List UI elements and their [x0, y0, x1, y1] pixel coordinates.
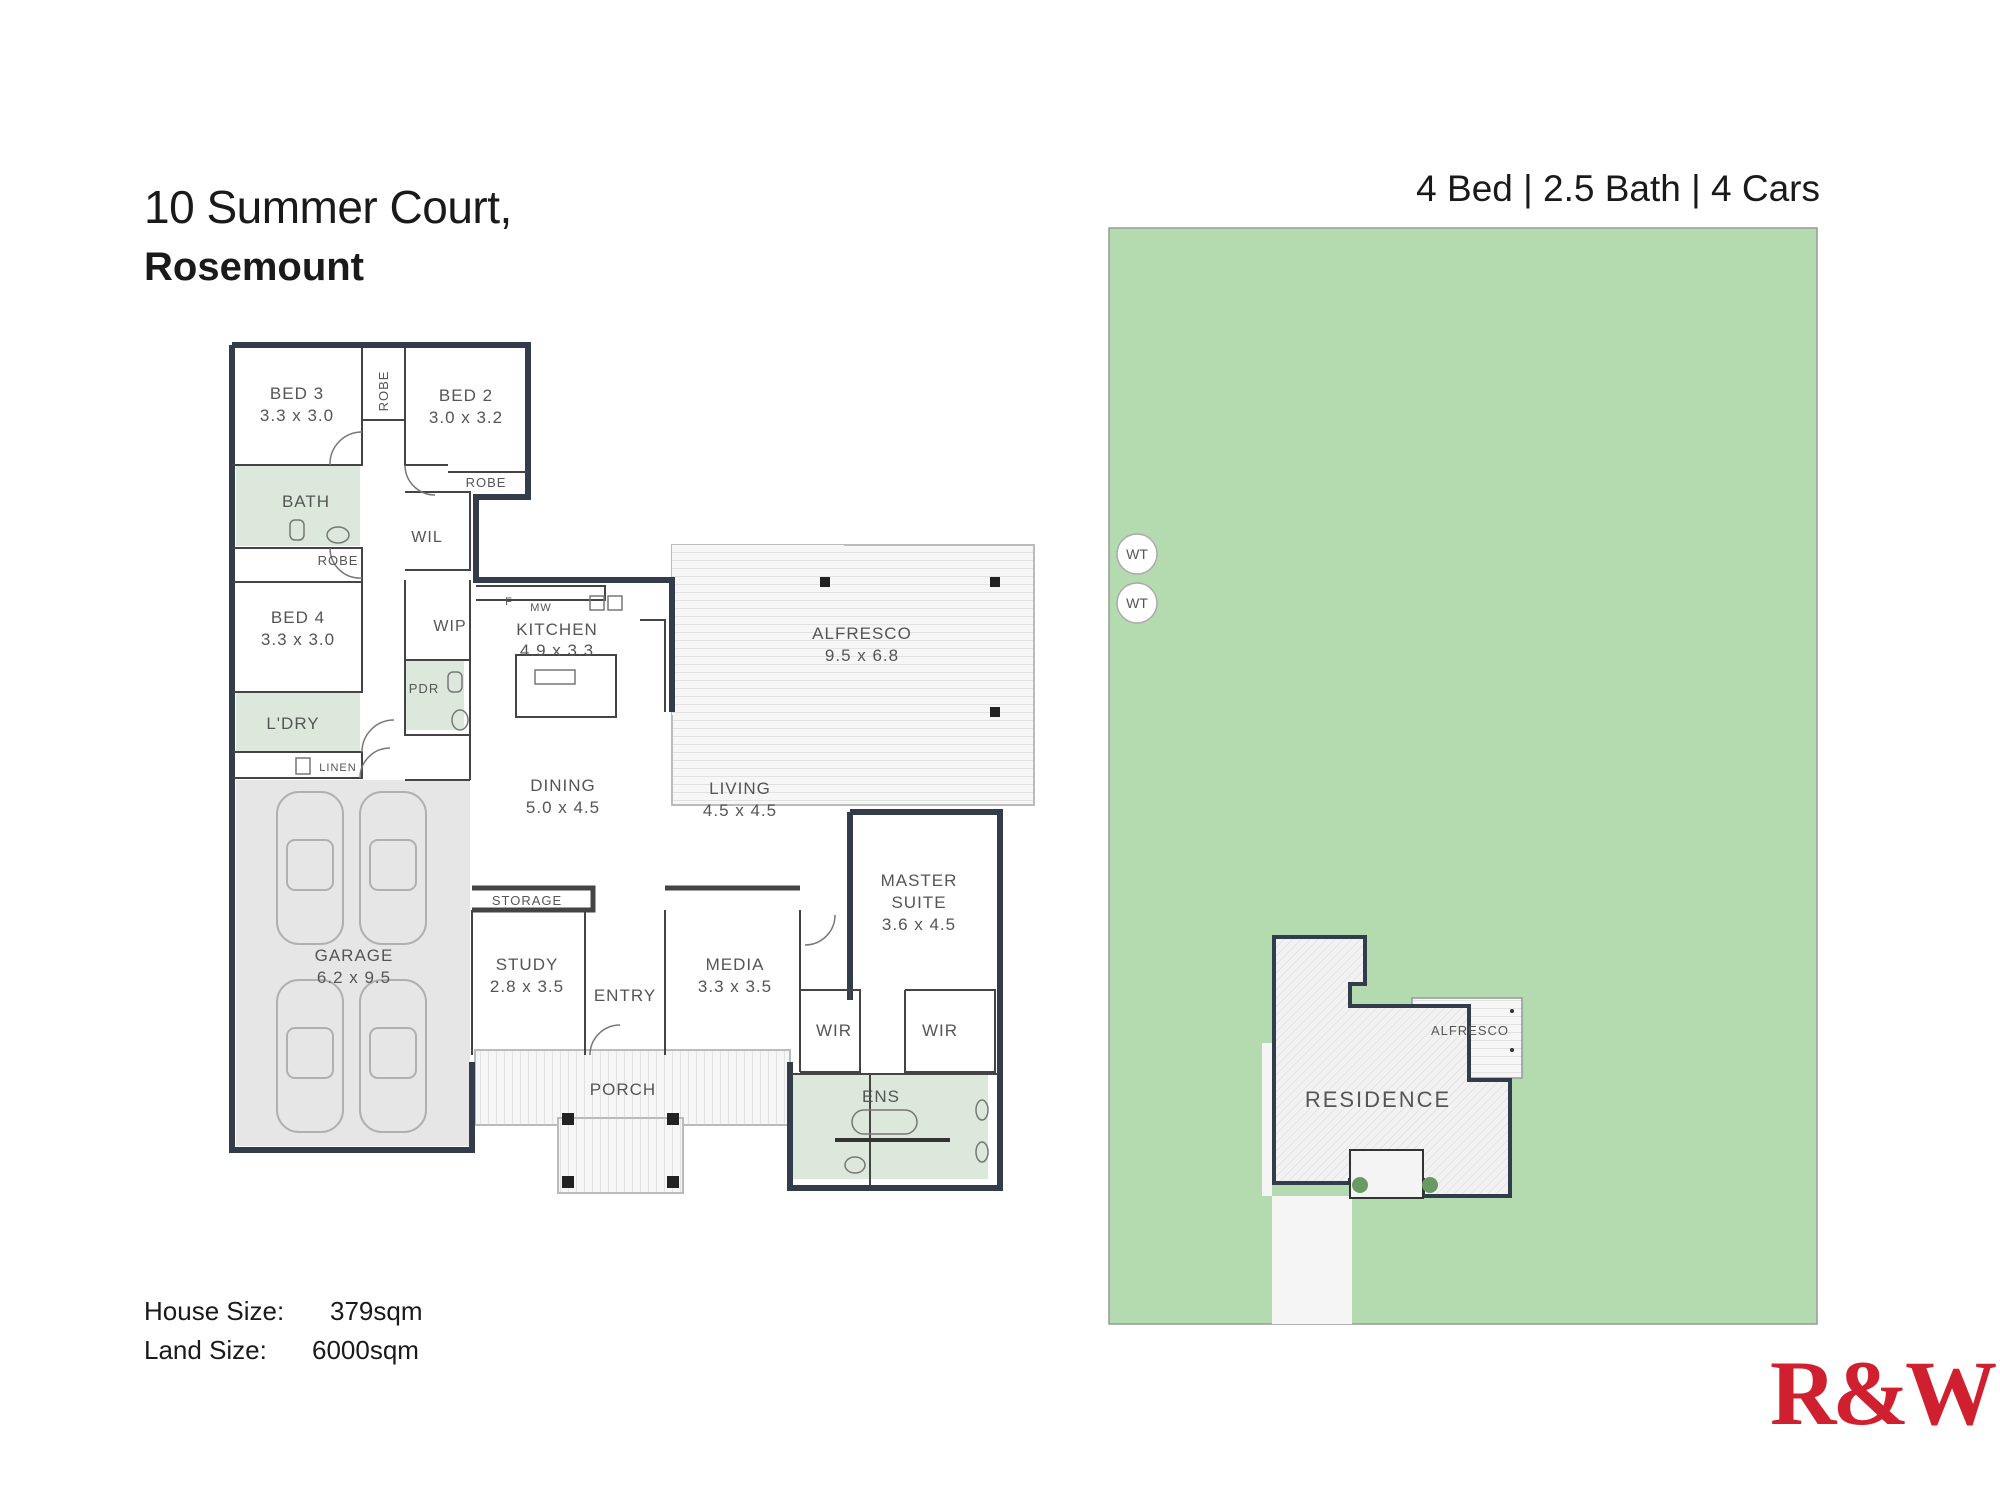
tree-icon: [1422, 1177, 1438, 1193]
storage-label: STORAGE: [492, 893, 562, 908]
linen-label: LINEN: [319, 762, 356, 774]
room-kitchen-label: KITCHEN: [516, 620, 598, 639]
room-entry-label: ENTRY: [594, 986, 656, 1005]
land-size-label: Land Size:: [144, 1335, 267, 1365]
address-suburb: Rosemount: [144, 245, 364, 289]
water-tank-icon: [1116, 533, 1158, 575]
room-garage-label: GARAGE: [315, 946, 394, 965]
room-study-label: STUDY: [496, 955, 559, 974]
room-bed3-dims: 3.3 x 3.0: [260, 406, 334, 425]
address-line-1: 10 Summer Court,: [144, 181, 512, 233]
tree-icon: [1352, 1177, 1368, 1193]
land-size-value: 6000sqm: [312, 1335, 419, 1365]
house-size-label: House Size:: [144, 1296, 285, 1326]
house-size-value: 379sqm: [330, 1296, 423, 1326]
room-porch-label: PORCH: [590, 1080, 656, 1099]
room-bath-label: BATH: [282, 492, 330, 511]
fridge-label: F: [505, 596, 513, 608]
robe-bed2-label: ROBE: [466, 475, 507, 490]
pdr-label: PDR: [409, 681, 439, 696]
car-icon: [276, 791, 344, 945]
water-tank-icon: [1116, 582, 1158, 624]
room-wir-left-label: WIR: [816, 1021, 852, 1040]
room-garage-dims: 6.2 x 9.5: [317, 968, 391, 987]
robe-bed4-label: ROBE: [318, 553, 359, 568]
site-alfresco-label: ALFRESCO: [1431, 1023, 1509, 1038]
room-media-dims: 3.3 x 3.5: [698, 977, 772, 996]
wip-label: WIP: [433, 618, 466, 635]
room-living-label: LIVING: [709, 779, 771, 798]
property-specs: 4 Bed | 2.5 Bath | 4 Cars: [1416, 168, 1820, 209]
car-icon: [359, 979, 427, 1133]
room-media-label: MEDIA: [706, 955, 765, 974]
room-bed2-dims: 3.0 x 3.2: [429, 408, 503, 427]
room-bed4-label: BED 4: [271, 608, 325, 627]
room-bed4-dims: 3.3 x 3.0: [261, 630, 335, 649]
room-alfresco-dims: 9.5 x 6.8: [825, 646, 899, 665]
room-ens-label: ENS: [862, 1087, 900, 1106]
room-master-label-2: SUITE: [891, 893, 946, 912]
room-laundry-label: L'DRY: [266, 714, 319, 733]
room-living-dims: 4.5 x 4.5: [703, 801, 777, 820]
car-icon: [359, 791, 427, 945]
room-study-dims: 2.8 x 3.5: [490, 977, 564, 996]
car-icon: [276, 979, 344, 1133]
wil-label: WIL: [411, 529, 442, 546]
room-master-label: MASTER: [881, 871, 958, 890]
water-tank-label-1: WT: [1126, 546, 1148, 562]
brand-logo: R&W: [1770, 1342, 1997, 1444]
room-kitchen-dims: 4.9 x 3.3: [520, 641, 594, 660]
room-bed2-label: BED 2: [439, 386, 493, 405]
room-wir-right-label: WIR: [922, 1021, 958, 1040]
room-dining-dims: 5.0 x 4.5: [526, 798, 600, 817]
mw-label: MW: [530, 602, 552, 614]
residence-label: RESIDENCE: [1305, 1087, 1451, 1112]
garage-floor: [236, 780, 470, 1146]
walls: [229, 342, 1003, 1191]
bath-floor: [236, 466, 360, 546]
room-bed3-label: BED 3: [270, 384, 324, 403]
robe-top-label: ROBE: [376, 371, 391, 412]
room-dining-label: DINING: [530, 776, 596, 795]
room-master-dims: 3.6 x 4.5: [882, 915, 956, 934]
water-tank-label-2: WT: [1126, 595, 1148, 611]
driveway: [1272, 1196, 1352, 1324]
room-alfresco-label: ALFRESCO: [812, 624, 912, 643]
